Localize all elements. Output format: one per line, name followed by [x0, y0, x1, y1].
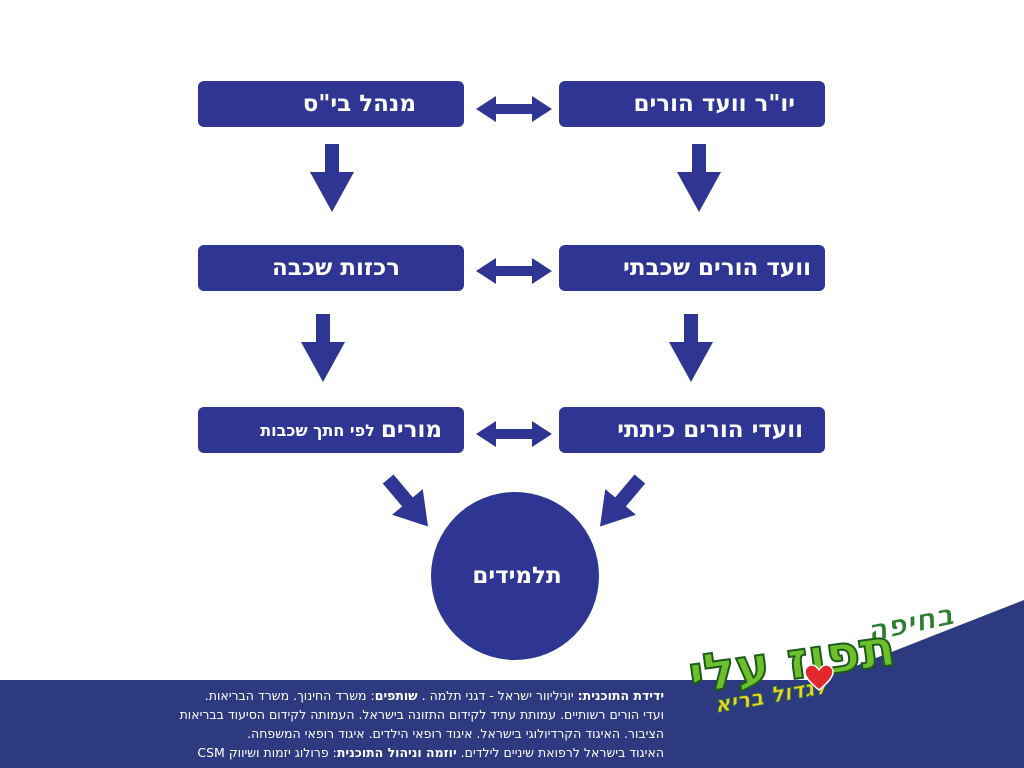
school-principal-box: מנהל בי"ס — [198, 81, 464, 127]
diagonal-arrow-right — [600, 474, 646, 527]
students-label: תלמידים — [472, 563, 562, 589]
down-arrow-left-2 — [301, 314, 345, 382]
teachers-box: מורים לפי חתך שכבות — [198, 407, 464, 453]
class-parents-committees-label: וועדי הורים כיתתי — [617, 417, 803, 443]
diagonal-arrow-left — [382, 474, 428, 527]
down-arrow-left-1 — [310, 144, 354, 212]
down-arrow-right-2 — [669, 314, 713, 382]
footer-line-3: הציבור. האיגוד הקרדיולוגי בישראל. איגוד … — [247, 726, 664, 741]
parents-committee-chair-label: יו"ר וועד הורים — [633, 91, 795, 117]
footer-credits: ידידת התוכנית: יוניליוור ישראל - דגני תל… — [9, 686, 664, 762]
footer-line-1: ידידת התוכנית: יוניליוור ישראל - דגני תל… — [9, 686, 664, 705]
footer-line-4: האיגוד בישראל לרפואת שיניים לילדים. יוזמ… — [9, 743, 664, 762]
footer-partners-text: : משרד החינוך. משרד הבריאות. — [204, 688, 375, 703]
footer-bar — [0, 680, 1024, 768]
parents-committee-chair-box: יו"ר וועד הורים — [559, 81, 825, 127]
footer-initiative-text: : פרולוג יזמות ושיווק CSM — [197, 745, 337, 760]
teachers-sublabel: לפי חתך שכבות — [260, 420, 375, 440]
footer-initiative-label: יוזמה וניהול התוכנית — [336, 745, 457, 760]
grade-parents-committee-box: וועד הורים שכבתי — [559, 245, 825, 291]
footer-friend-text: יוניליוור ישראל - דגני תלמה . — [421, 688, 574, 703]
school-principal-label: מנהל בי"ס — [302, 91, 416, 117]
double-arrow-row2 — [476, 258, 552, 284]
corner-wedge — [820, 600, 1024, 680]
students-circle — [431, 492, 599, 660]
down-arrow-right-1 — [677, 144, 721, 212]
heart-icon — [804, 664, 834, 691]
grade-coordinators-box: רכזות שכבה — [198, 245, 464, 291]
double-arrow-row3 — [476, 421, 552, 447]
footer-line-2: ועדי הורים רשותיים. עמותת עתיד לקידום הת… — [179, 707, 664, 722]
class-parents-committees-box: וועדי הורים כיתתי — [559, 407, 825, 453]
program-logo: בחיפה תפוז עלי לגדול בריא — [676, 597, 976, 730]
double-arrow-row1 — [476, 96, 552, 122]
footer-partners-label: שותפים — [374, 688, 418, 703]
grade-coordinators-label: רכזות שכבה — [272, 255, 400, 281]
footer-dental-text: האיגוד בישראל לרפואת שיניים לילדים. — [460, 745, 664, 760]
grade-parents-committee-label: וועד הורים שכבתי — [623, 255, 811, 281]
footer-friend-label: ידידת התוכנית: — [577, 688, 664, 703]
teachers-label: מורים — [380, 417, 442, 443]
